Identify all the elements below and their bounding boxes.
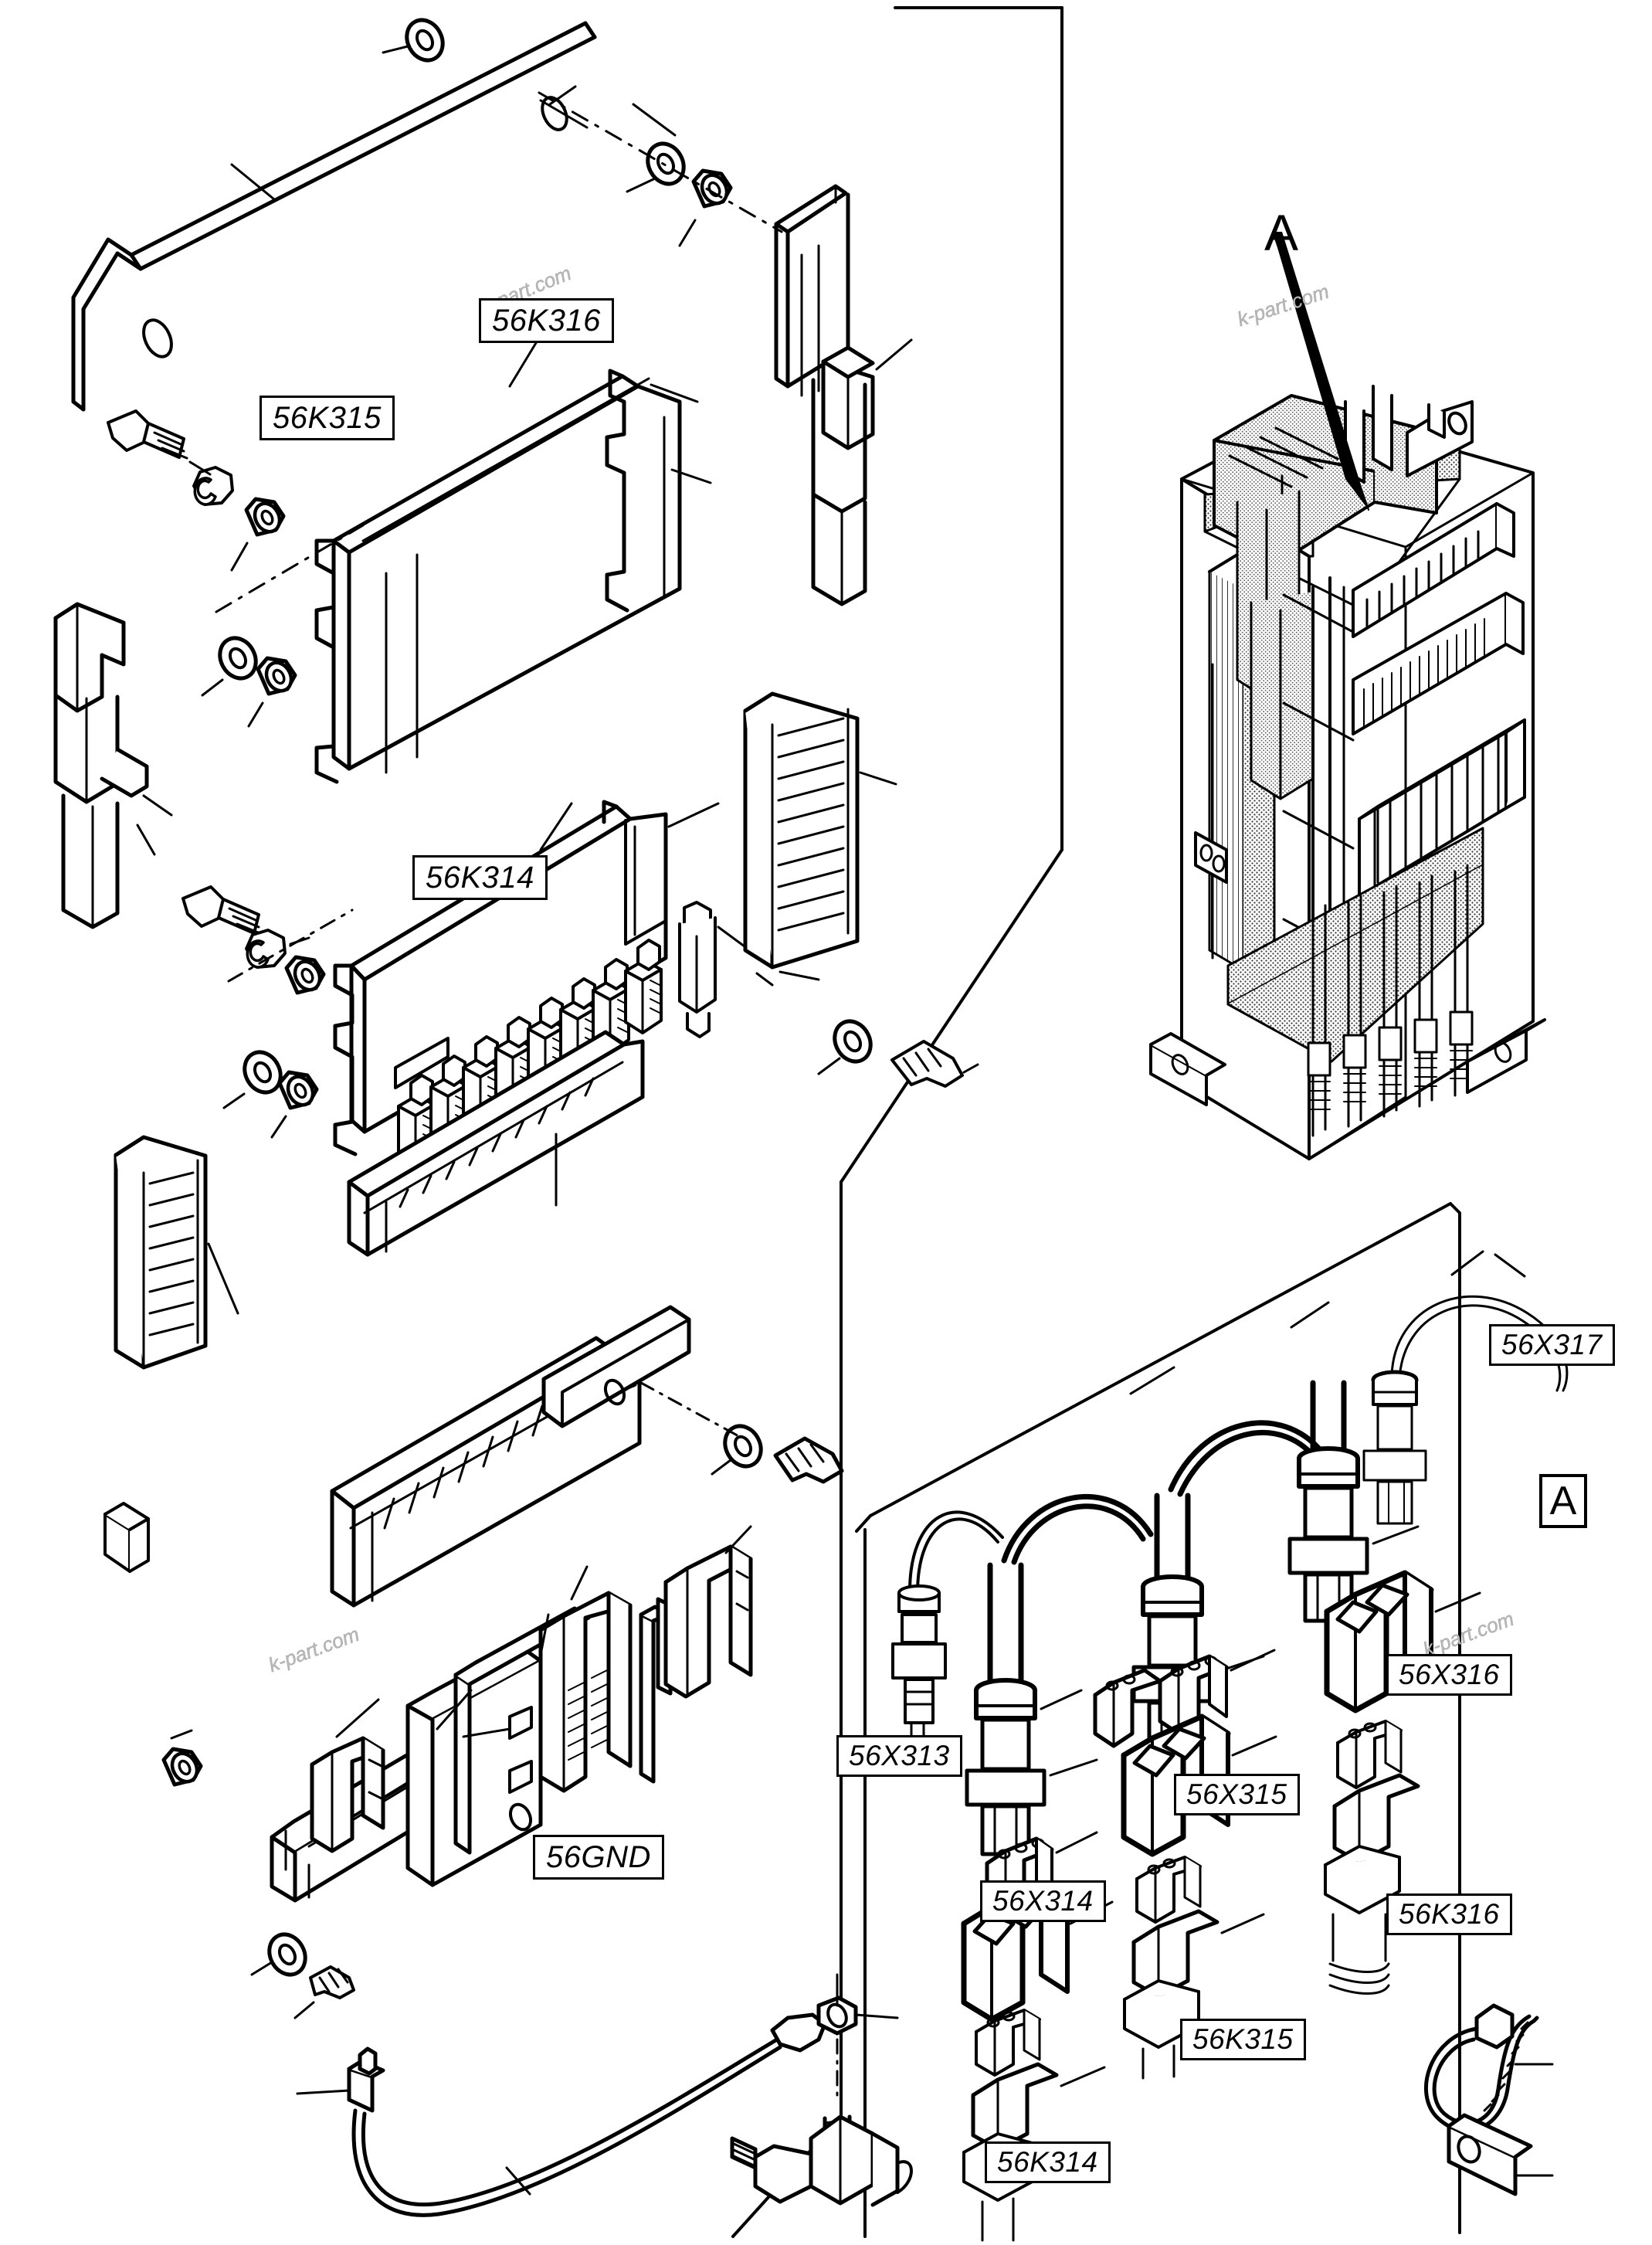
section-boxed-letter-a: A	[1539, 1474, 1587, 1528]
small-terminal-connector	[678, 901, 749, 1038]
connector-detail-A	[891, 1250, 1569, 2242]
callout-56k315-upper: 56K315	[260, 396, 395, 440]
callout-56x317: 56X317	[1489, 1324, 1615, 1366]
callout-56k316-upper: 56K316	[479, 298, 614, 343]
control-cabinet-assembly	[1149, 231, 1546, 1160]
cable-tie	[1424, 2003, 1554, 2133]
callout-56k315-detail: 56K315	[1180, 2019, 1306, 2060]
callout-56x314: 56X314	[980, 1880, 1106, 1922]
wire-duct-horizontal-upper	[347, 1030, 645, 1257]
fastener-stack-56k315	[107, 409, 365, 728]
fastener-stack-56gnd	[164, 1729, 355, 2019]
identification-plate-left	[103, 1502, 150, 1573]
fastener-stack-56k314	[181, 885, 354, 1139]
mounting-bracket-plate	[71, 21, 677, 412]
identification-tag	[1447, 2113, 1554, 2196]
duct-bracket-plate	[541, 1305, 844, 1484]
callout-56k314-detail: 56K314	[985, 2141, 1111, 2183]
fastener-stack-upper	[382, 14, 783, 247]
callout-56x313: 56X313	[836, 1735, 962, 1777]
callout-56k316-detail: 56K316	[1386, 1893, 1512, 1935]
callout-56x315: 56X315	[1174, 1774, 1300, 1815]
angled-connector-upper	[811, 338, 913, 606]
section-arrow-letter-a: A	[1264, 204, 1299, 261]
callout-56k314-middle: 56K314	[412, 855, 548, 900]
wire-duct-vertical	[743, 691, 897, 987]
ground-strap-cable	[296, 1973, 913, 2217]
ground-terminal-56gnd	[270, 1525, 753, 1903]
angled-connector-left	[53, 602, 173, 929]
cover-plate-pair	[774, 184, 850, 397]
wire-duct-vertical-left	[114, 1135, 239, 1370]
duct-screw-assembly	[779, 970, 979, 1088]
callout-56x316: 56X316	[1386, 1654, 1512, 1696]
relay-module-56k315	[314, 334, 712, 784]
callout-56gnd: 56GND	[533, 1835, 664, 1880]
